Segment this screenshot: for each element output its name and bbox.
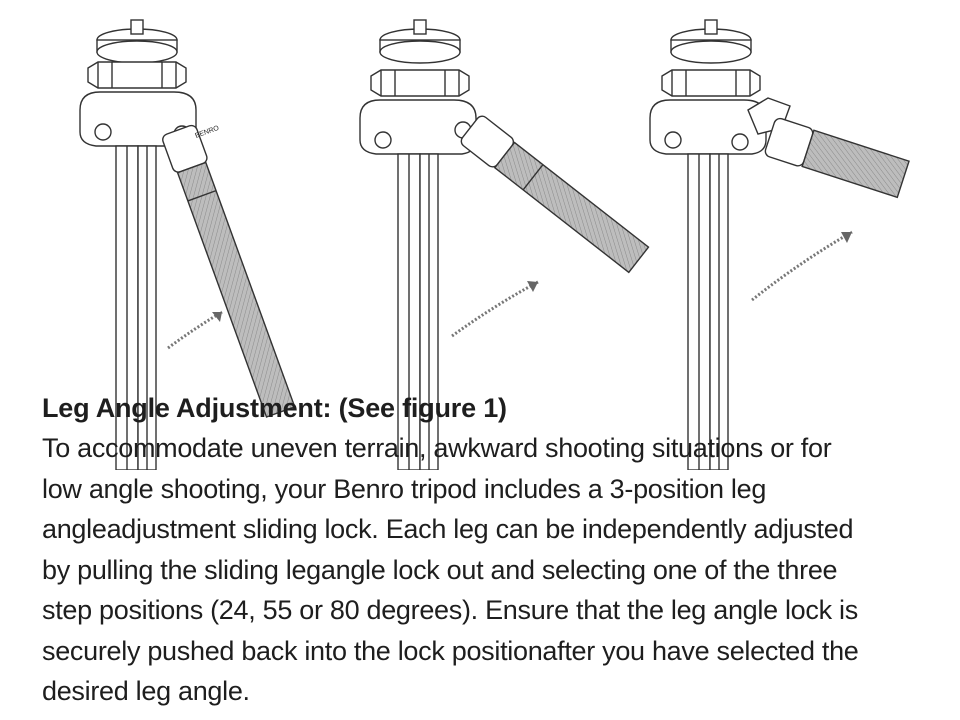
body-line: desired leg angle. (42, 676, 250, 706)
body-line: angleadjustment sliding lock. Each leg c… (42, 514, 854, 544)
leg-angle-figure: BENRO (79, 19, 910, 470)
section-body: To accommodate uneven terrain, awkward s… (42, 428, 942, 712)
benro-logo-tag: BENRO (194, 125, 220, 140)
body-line: low angle shooting, your Benro tripod in… (42, 473, 767, 504)
section-heading: Leg Angle Adjustment: (See figure 1) (42, 393, 507, 423)
body-line: by pulling the sliding legangle lock out… (42, 554, 838, 585)
body-line: To accommodate uneven terrain, awkward s… (42, 433, 832, 463)
instruction-text: Leg Angle Adjustment: (See figure 1) To … (42, 388, 942, 712)
tripod-illustration-80-degrees (649, 19, 910, 470)
body-line: step positions (24, 55 or 80 degrees). E… (42, 595, 858, 625)
tripod-illustration-24-degrees (79, 19, 296, 470)
body-line: securely pushed back into the lock posit… (42, 635, 859, 666)
tripod-illustration-55-degrees (359, 19, 650, 470)
